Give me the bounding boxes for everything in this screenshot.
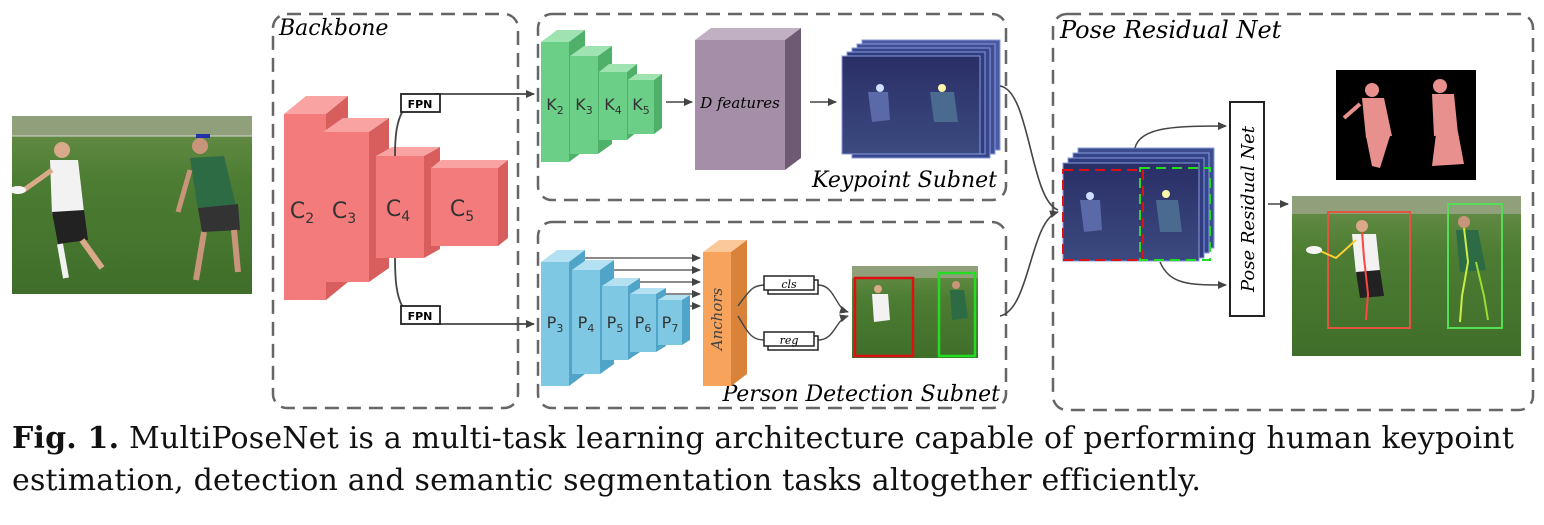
detection-subnet-title: Person Detection Subnet [721, 382, 1000, 407]
block-p7: P7 [662, 313, 679, 335]
prn-arrows [1134, 122, 1289, 289]
d-features-label: D features [699, 94, 780, 112]
output-photo [1292, 196, 1521, 356]
cls-reg-branches [737, 284, 849, 341]
backbone-blocks [284, 96, 508, 300]
block-k4: K4 [604, 95, 622, 117]
detection-subnet-box [536, 220, 1008, 410]
cls-box [763, 275, 819, 295]
block-p3: P3 [547, 313, 564, 335]
reg-label: reg [780, 334, 799, 347]
keypoint-subnet-title: Keypoint Subnet [811, 168, 997, 193]
prn-title: Pose Residual Net [1059, 16, 1282, 44]
block-c2: C2 [290, 199, 314, 227]
backbone-title: Backbone [278, 16, 388, 41]
fpn-label-top: FPN [408, 98, 433, 111]
block-c5: C5 [450, 197, 474, 225]
block-k3: K3 [575, 95, 593, 117]
reg-box [763, 331, 819, 351]
anchors-label: Anchors [708, 287, 726, 352]
block-p5: P5 [607, 313, 624, 335]
block-c3: C3 [332, 199, 356, 227]
detection-blocks [541, 250, 690, 386]
input-photo [10, 116, 252, 294]
block-p6: P6 [635, 313, 652, 335]
fpn-box-top [400, 93, 441, 113]
backbone-box [271, 12, 520, 410]
fpn-box-bottom [400, 305, 441, 325]
subnet-to-prn-curves [999, 85, 1059, 317]
prn-module-box [1229, 101, 1265, 317]
caption-text: MultiPoseNet is a multi-task learning ar… [12, 421, 1515, 498]
cls-label: cls [781, 278, 797, 291]
segmentation-mask [1336, 70, 1476, 180]
anchors-block [703, 240, 747, 386]
prn-module-label: Pose Residual Net [1238, 125, 1259, 293]
prn-input-stack [1062, 147, 1215, 262]
keypoint-blocks [541, 30, 662, 162]
p-to-anchors-arrows [585, 254, 701, 310]
detection-photo [852, 266, 978, 358]
block-k2: K2 [546, 95, 564, 117]
keypoint-subnet-box [536, 12, 1008, 202]
caption-fig-label: Fig. 1. [12, 421, 120, 456]
block-c4: C4 [386, 197, 410, 225]
keypoint-heatmap-stack [841, 39, 1001, 159]
architecture-diagram: Backbone Keypoint Subnet Person Detectio… [10, 12, 1535, 412]
figure-caption: Fig. 1. MultiPoseNet is a multi-task lea… [12, 418, 1537, 502]
fpn-label-bottom: FPN [408, 310, 433, 323]
d-features-block [695, 28, 801, 170]
block-k5: K5 [632, 95, 650, 117]
block-p4: P4 [578, 313, 595, 335]
